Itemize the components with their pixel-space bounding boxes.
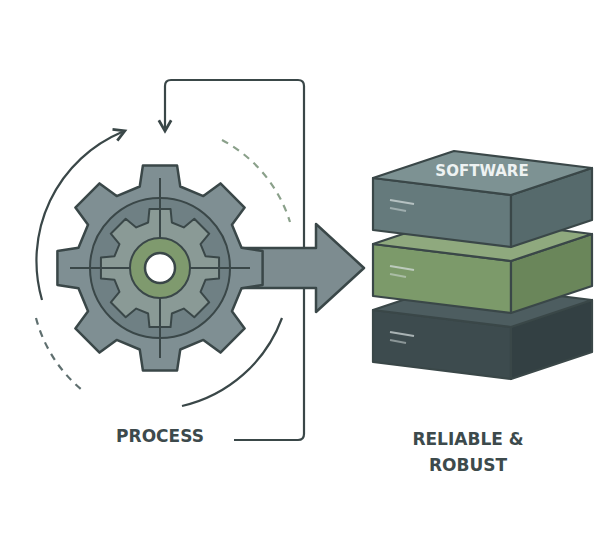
process-gear: PROCESS <box>50 158 270 378</box>
process-label: PROCESS <box>50 426 270 446</box>
stack-shape <box>370 148 596 388</box>
quality-label: RELIABLE & ROBUST <box>398 426 538 478</box>
stack-label: SOFTWARE <box>412 162 552 180</box>
gear-shape <box>50 158 270 378</box>
software-stack: SOFTWARERELIABLE & ROBUST <box>370 148 596 388</box>
